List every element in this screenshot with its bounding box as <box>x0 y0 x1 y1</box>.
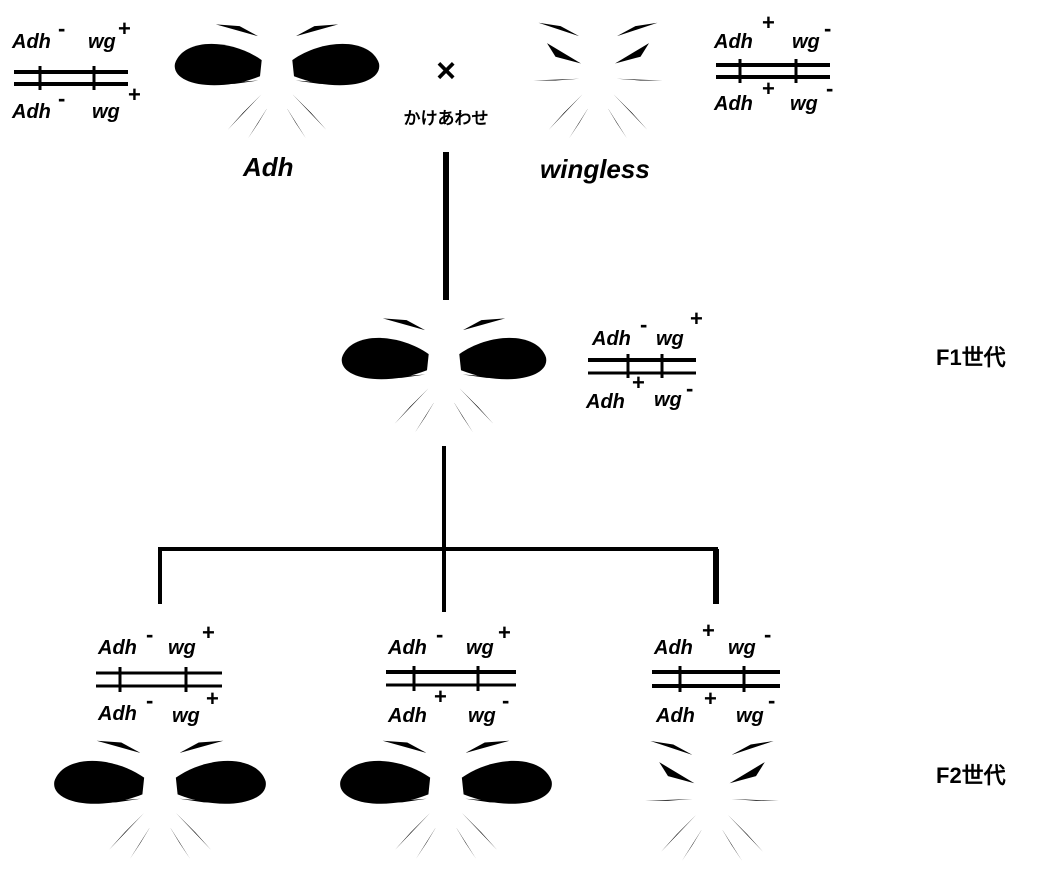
f2-offspring-1-genotype: Adh - wg + Adh - wg + <box>96 620 222 727</box>
f1-generation-label: F1世代 <box>936 345 1006 370</box>
right-parent-genotype: Adh + wg - Adh + wg - <box>713 10 833 115</box>
left-parent-fly <box>174 20 380 139</box>
f2-offspring-3-genotype: Adh + wg - Adh + wg - <box>652 618 780 727</box>
gene-label: wg <box>172 705 200 727</box>
allele-sign: + <box>632 370 645 395</box>
allele-sign: + <box>498 620 511 645</box>
right-parent-fly <box>533 19 663 139</box>
gene-label: wg <box>466 637 494 659</box>
gene-label: wg <box>92 101 120 123</box>
gene-label: Adh <box>97 637 137 659</box>
allele-sign: - <box>764 622 771 647</box>
gene-label: Adh <box>713 93 753 115</box>
gene-label: Adh <box>653 637 693 659</box>
allele-sign: + <box>690 306 703 331</box>
cross-text: かけあわせ <box>404 109 489 128</box>
allele-sign: - <box>824 16 831 41</box>
allele-sign: - <box>640 312 647 337</box>
f1-genotype: Adh - wg + Adh + wg - <box>585 306 703 413</box>
left-parent-name: Adh <box>242 152 294 182</box>
allele-sign: - <box>58 16 65 41</box>
allele-sign: + <box>118 16 131 41</box>
gene-label: Adh <box>11 31 51 53</box>
allele-sign: + <box>128 82 141 107</box>
gene-label: Adh <box>387 637 427 659</box>
f1-fly <box>341 315 547 433</box>
allele-sign: + <box>762 10 775 35</box>
allele-sign: - <box>502 688 509 713</box>
allele-sign: - <box>686 376 693 401</box>
allele-sign: - <box>146 622 153 647</box>
right-parent-name: wingless <box>540 154 650 184</box>
f2-offspring-2-genotype: Adh - wg + Adh + wg - <box>386 620 516 727</box>
allele-sign: - <box>768 688 775 713</box>
gene-label: Adh <box>585 391 625 413</box>
allele-sign: - <box>826 76 833 101</box>
gene-label: Adh <box>97 703 137 725</box>
gene-label: wg <box>656 328 684 350</box>
allele-sign: - <box>146 688 153 713</box>
allele-sign: + <box>202 620 215 645</box>
gene-label: Adh <box>11 101 51 123</box>
gene-label: wg <box>728 637 756 659</box>
gene-label: wg <box>792 31 820 53</box>
allele-sign: + <box>434 684 447 709</box>
f2-offspring-3-fly <box>645 737 779 861</box>
cross-symbol: × <box>436 52 456 90</box>
allele-sign: + <box>762 76 775 101</box>
gene-label: wg <box>736 705 764 727</box>
allele-sign: + <box>704 686 717 711</box>
gene-label: wg <box>88 31 116 53</box>
allele-sign: - <box>436 622 443 647</box>
allele-sign: + <box>206 686 219 711</box>
allele-sign: - <box>58 86 65 111</box>
gene-label: Adh <box>591 328 631 350</box>
f2-offspring-1-fly <box>54 737 266 859</box>
allele-sign: + <box>702 618 715 643</box>
left-parent-genotype: Adh - wg + Adh - wg + <box>11 16 141 123</box>
gene-label: Adh <box>655 705 695 727</box>
gene-label: wg <box>790 93 818 115</box>
gene-label: wg <box>468 705 496 727</box>
gene-label: Adh <box>713 31 753 53</box>
gene-label: Adh <box>387 705 427 727</box>
gene-label: wg <box>654 389 682 411</box>
f2-generation-label: F2世代 <box>936 763 1006 788</box>
gene-label: wg <box>168 637 196 659</box>
f2-offspring-2-fly <box>340 737 552 859</box>
